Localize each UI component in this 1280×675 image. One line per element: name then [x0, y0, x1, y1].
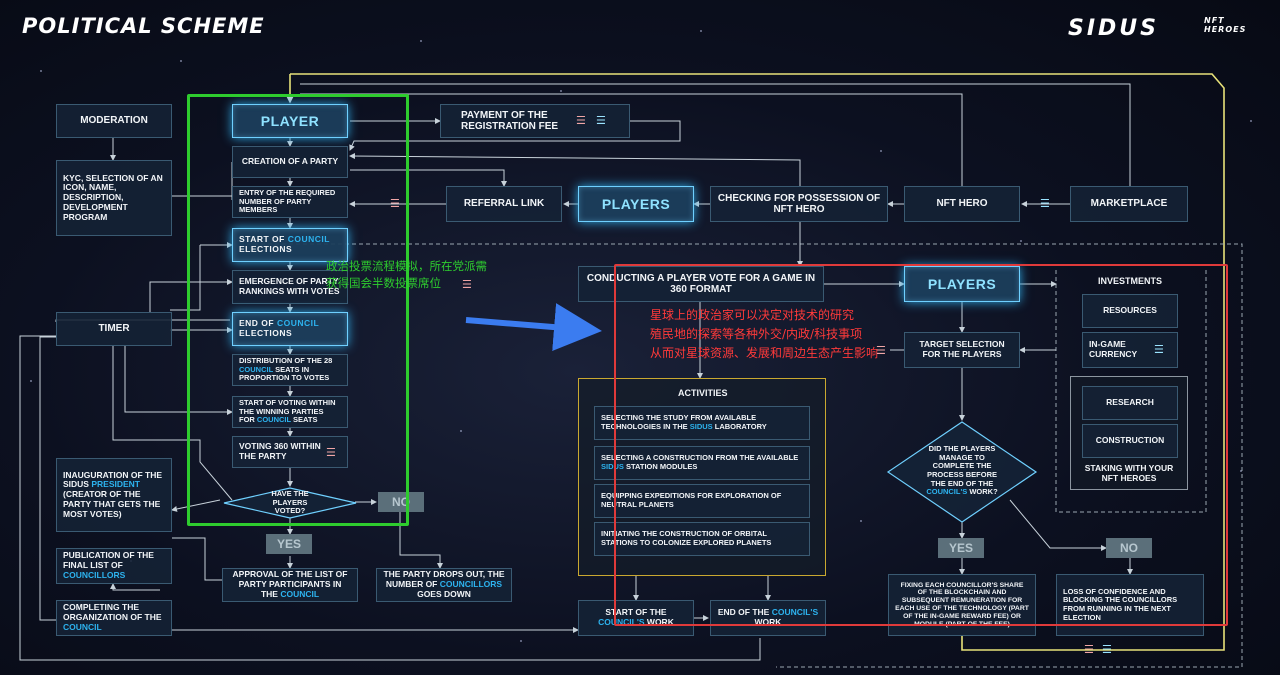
green-annotation: 政治投票流程模拟，所在党派需获得国会半数投票席位	[326, 259, 487, 290]
target-box: TARGET SELECTION FOR THE PLAYERS	[904, 332, 1020, 368]
ingame-currency-box: IN-GAME CURRENCY	[1082, 332, 1178, 368]
marketplace-box: MARKETPLACE	[1070, 186, 1188, 222]
activity-construction: SELECTING A CONSTRUCTION FROM THE AVAILA…	[594, 446, 810, 480]
token-icon: ☰	[1102, 643, 1112, 656]
resources-box: RESOURCES	[1082, 294, 1178, 328]
voting360-box: VOTING 360 WITHIN THE PARTY	[232, 436, 348, 468]
construction-box: CONSTRUCTION	[1082, 424, 1178, 458]
player-node: PLAYER	[232, 104, 348, 138]
research-box: RESEARCH	[1082, 386, 1178, 420]
coin-icon: ☰	[876, 344, 886, 357]
coin-icon: ☰	[462, 278, 472, 291]
inauguration-box: INAUGURATION OF THE SIDUS PRESIDENT (CRE…	[56, 458, 172, 532]
creation-box: CREATION OF A PARTY	[232, 146, 348, 178]
conducting-box: CONDUCTING A PLAYER VOTE FOR A GAME IN 3…	[578, 266, 824, 302]
yes-label-left: YES	[266, 534, 312, 554]
activity-orbital: INITIATING THE CONSTRUCTION OF ORBITAL S…	[594, 522, 810, 556]
start-voting-box: START OF VOTING WITHIN THE WINNING PARTI…	[232, 396, 348, 428]
checking-box: CHECKING FOR POSSESSION OF NFT HERO	[710, 186, 888, 222]
start-elections-box: START OF COUNCIL ELECTIONS	[232, 228, 348, 262]
page-title: POLITICAL SCHEME	[22, 14, 265, 38]
referral-box: REFERRAL LINK	[446, 186, 562, 222]
activity-expeditions: EQUIPPING EXPEDITIONS FOR EXPLORATION OF…	[594, 484, 810, 518]
publication-box: PUBLICATION OF THE FINAL LIST OF COUNCIL…	[56, 548, 172, 584]
start-work-box: START OF THE COUNCIL'S WORK	[578, 600, 694, 636]
coin-icon: ☰	[576, 114, 586, 127]
distribution-box: DISTRIBUTION OF THE 28 COUNCIL SEATS IN …	[232, 354, 348, 386]
no-label-left: NO	[378, 492, 424, 512]
yes-label-right: YES	[938, 538, 984, 558]
completing-box: COMPLETING THE ORGANIZATION OF THE COUNC…	[56, 600, 172, 636]
token-icon: ☰	[1040, 197, 1050, 210]
did-players-label: DID THE PLAYERS MANAGE TO COMPLETE THE P…	[926, 444, 998, 497]
did-players-diamond	[886, 421, 1038, 523]
entry-box: ENTRY OF THE REQUIRED NUMBER OF PARTY ME…	[232, 186, 348, 218]
moderation-box: MODERATION	[56, 104, 172, 138]
end-work-box: END OF THE COUNCIL'S WORK	[710, 600, 826, 636]
annotation-arrow	[465, 303, 602, 352]
red-annotation: 星球上的政治家可以决定对技术的研究殖民地的探索等各种外交/内政/科技事项从而对星…	[650, 308, 879, 360]
payment-box: PAYMENT OF THE REGISTRATION FEE	[440, 104, 630, 138]
activities-title: ACTIVITIES	[678, 388, 728, 398]
no-label-right: NO	[1106, 538, 1152, 558]
green-highlight-frame	[187, 94, 409, 526]
players-node-top: PLAYERS	[578, 186, 694, 222]
have-voted-diamond	[223, 487, 357, 519]
coin-icon: ☰	[326, 446, 336, 459]
players-node-right: PLAYERS	[904, 266, 1020, 302]
emergence-box: EMERGENCE OF PARTY RANKINGS WITH VOTES	[232, 270, 348, 304]
investments-title: INVESTMENTS	[1098, 276, 1163, 286]
approval-box: APPROVAL OF THE LIST OF PARTY PARTICIPAN…	[222, 568, 358, 602]
coin-icon: ☰	[1084, 643, 1094, 656]
nft-hero-box: NFT HERO	[904, 186, 1020, 222]
coin-icon: ☰	[390, 197, 400, 210]
token-icon: ☰	[596, 114, 606, 127]
activity-study: SELECTING THE STUDY FROM AVAILABLE TECHN…	[594, 406, 810, 440]
timer-box: TIMER	[56, 312, 172, 346]
kyc-box: KYC, SELECTION OF AN ICON, NAME, DESCRIP…	[56, 160, 172, 236]
end-elections-box: END OF COUNCIL ELECTIONS	[232, 312, 348, 346]
drops-out-box: THE PARTY DROPS OUT, THE NUMBER OF COUNC…	[376, 568, 512, 602]
token-icon: ☰	[1154, 343, 1164, 356]
red-highlight-frame	[614, 264, 1228, 626]
staking-label: STAKING WITH YOUR NFT HEROES	[1084, 463, 1174, 483]
have-voted-label: HAVE THE PLAYERS VOTED?	[271, 489, 309, 516]
